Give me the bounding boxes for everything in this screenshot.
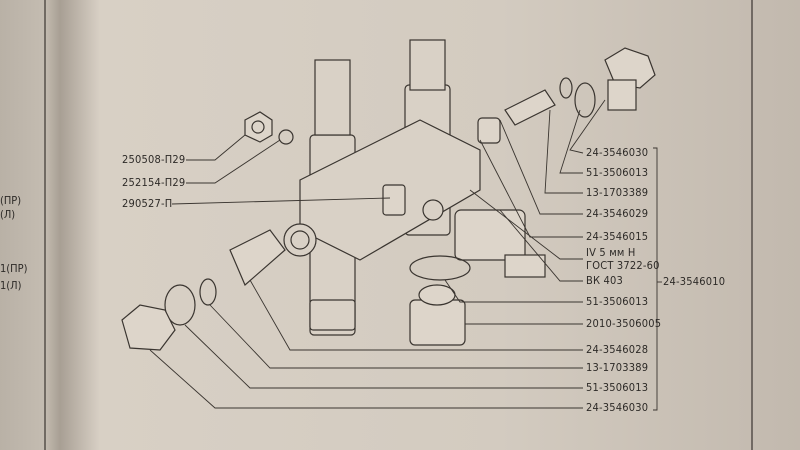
washer-51-3506013-top <box>574 82 596 118</box>
washer-252154 <box>278 129 294 145</box>
part-label: 24-3546015 <box>586 230 649 243</box>
part-label: ГОСТ 3722-60 <box>586 259 660 272</box>
plug-24-3546030-top <box>604 47 656 111</box>
part-label: 51-3506013 <box>586 295 649 308</box>
part-label: 51-3506013 <box>586 381 649 394</box>
part-label: IV 5 мм Н <box>586 246 636 259</box>
part-label: 2010-3506005 <box>586 317 662 330</box>
left-page-fragment: 1(Л) <box>0 279 22 292</box>
switch-vk403 <box>454 209 546 278</box>
nut-250508 <box>244 111 273 143</box>
valve-24-3546029 <box>504 89 556 126</box>
part-label: 24-3546030 <box>586 401 649 414</box>
left-page-fragment: 1(ПР) <box>0 262 28 275</box>
washer-51-3506013-bottom <box>164 284 196 326</box>
part-label: 290527-П <box>122 197 173 210</box>
part-label: 252154-П29 <box>122 176 186 189</box>
bolt-290527 <box>382 184 406 216</box>
leader-lines <box>149 99 662 411</box>
left-page-fragment: (Л) <box>0 208 16 221</box>
nut-2010-3506005 <box>409 284 466 346</box>
valve-24-3546015 <box>477 117 501 144</box>
washer-51-3506013-mid <box>409 255 471 281</box>
part-label: 51-3506013 <box>586 166 649 179</box>
plug-24-3546030-bottom <box>121 304 176 351</box>
part-label: 13-1703389 <box>586 186 649 199</box>
washer-13-1703389-bottom <box>199 278 217 306</box>
part-label: 13-1703389 <box>586 361 649 374</box>
part-label: 24-3546028 <box>586 343 649 356</box>
part-label: 24-3546029 <box>586 207 649 220</box>
left-page-fragment: (ПР) <box>0 194 22 207</box>
valve-body <box>283 39 481 336</box>
part-label: 250508-П29 <box>122 153 186 166</box>
valve-24-3546028 <box>229 229 286 286</box>
assembly-label: 24-3546010 <box>663 275 726 288</box>
part-label: ВК 403 <box>586 274 624 287</box>
part-label: 24-3546030 <box>586 146 649 159</box>
washer-13-1703389-top <box>559 77 573 99</box>
